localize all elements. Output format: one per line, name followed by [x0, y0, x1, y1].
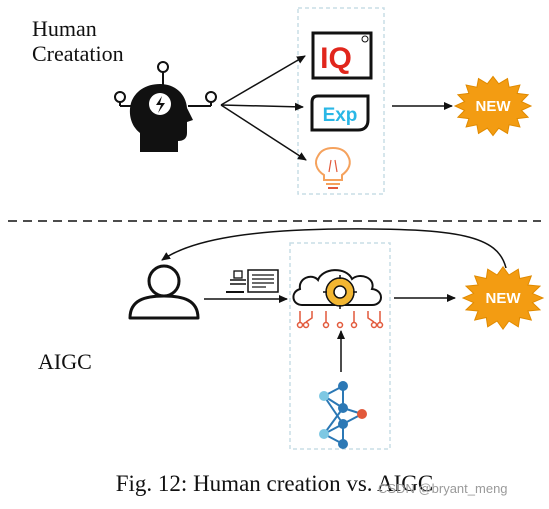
top-options-box [297, 7, 385, 195]
idea-bulb-icon [315, 146, 351, 189]
ai-cloud-gear-icon [292, 269, 384, 329]
exp-badge-icon: Exp [310, 94, 370, 132]
watermark: CSDN @bryant_meng [378, 481, 508, 496]
bottom-new-badge: NEW [461, 265, 545, 331]
user-icon [128, 264, 200, 320]
feedback-arrow [161, 228, 507, 269]
human-head-icon [114, 61, 217, 152]
bottom-ai-box [289, 242, 391, 450]
top-new-badge-text: NEW [476, 98, 512, 115]
arrow-to-exp [220, 102, 304, 111]
exp-badge-text: Exp [323, 105, 358, 126]
neural-network-icon [319, 381, 367, 449]
human-creation-title: Human Creatation [32, 16, 172, 66]
iq-logo-text: IQ [320, 42, 352, 75]
title-line-1: Human [32, 16, 97, 41]
top-new-badge: NEW [453, 75, 533, 137]
arrow-to-idea [220, 104, 307, 161]
figure-caption: Fig. 12: Human creation vs. AIGC [115, 471, 434, 496]
arrow-to-iq [220, 55, 306, 106]
prompt-document-icon [226, 269, 279, 293]
bottom-new-badge-text: NEW [486, 290, 522, 307]
title-line-2: Creatation [32, 41, 124, 66]
iq-logo-icon: IQ [311, 31, 373, 80]
aigc-label: AIGC [38, 349, 92, 374]
